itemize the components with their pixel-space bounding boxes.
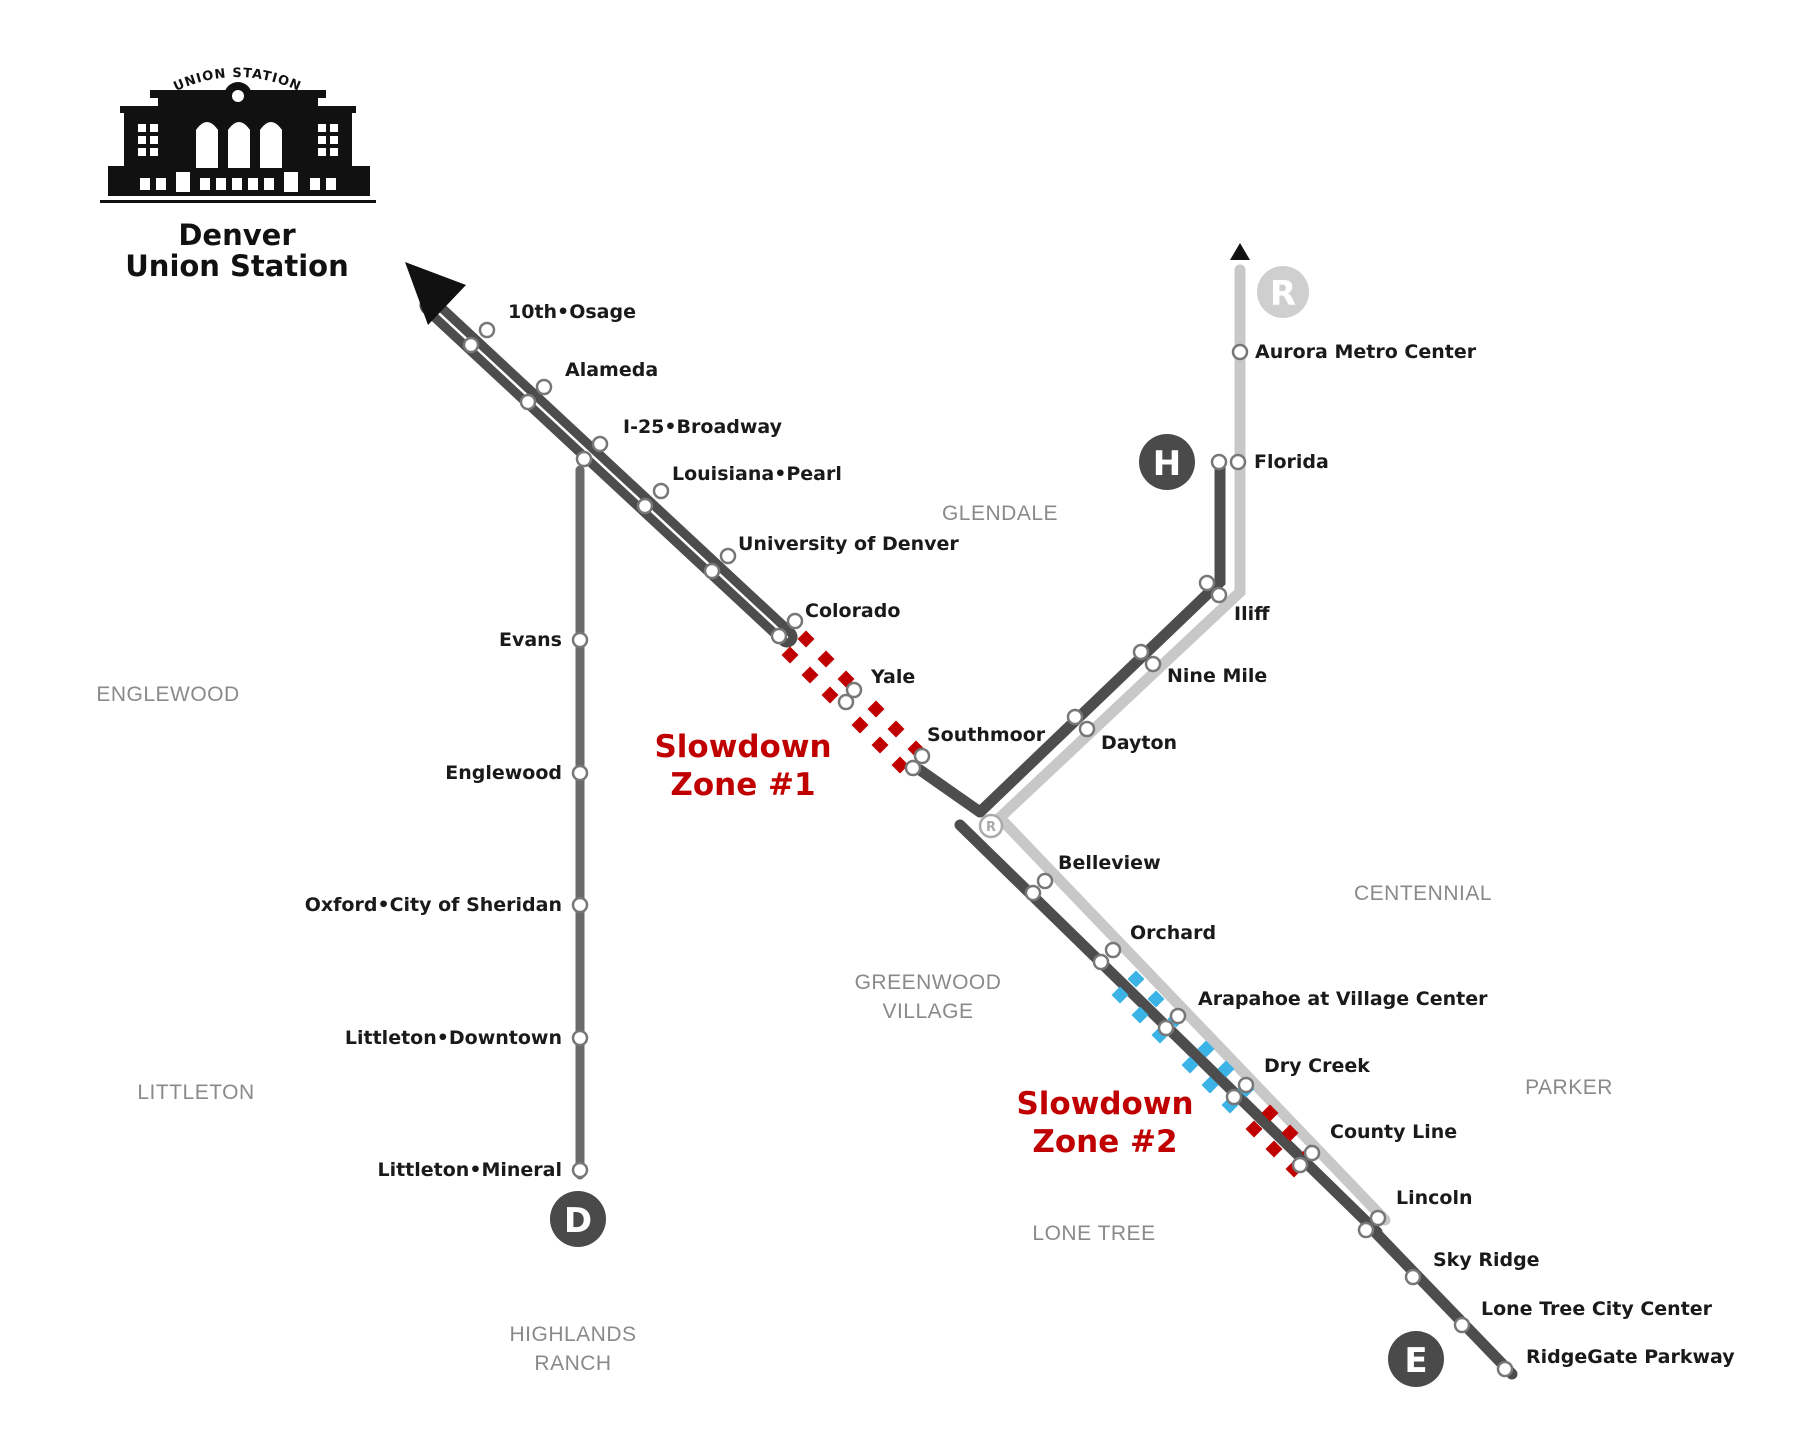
station-label-louisiana-pearl: Louisiana•Pearl bbox=[672, 463, 842, 485]
route-badge-h: H bbox=[1139, 434, 1195, 490]
junction-badge: R bbox=[978, 813, 1004, 839]
slowdown-zone-1-label: Slowdown Zone #1 bbox=[654, 729, 831, 803]
station-marker-lincoln bbox=[1357, 1209, 1387, 1239]
route-badge-e-text: E bbox=[1404, 1341, 1427, 1381]
station-label-oxford: Oxford•City of Sheridan bbox=[305, 894, 562, 916]
station-marker-arapahoe bbox=[1157, 1007, 1187, 1037]
route-badge-r: R bbox=[1257, 266, 1309, 318]
station-label-university-of-denver: University of Denver bbox=[738, 533, 959, 555]
region-littleton: LITTLETON bbox=[137, 1081, 254, 1104]
station-label-arapahoe: Arapahoe at Village Center bbox=[1198, 988, 1488, 1010]
zone-1-line1: Slowdown bbox=[654, 729, 831, 765]
station-marker-louisiana-pearl bbox=[636, 482, 670, 515]
station-label-nine-mile: Nine Mile bbox=[1167, 665, 1267, 687]
station-marker-dayton bbox=[1066, 708, 1096, 738]
station-labels: 10th•Osage Alameda I-25•Broadway Louisia… bbox=[305, 301, 1736, 1368]
station-label-southmoor: Southmoor bbox=[927, 724, 1046, 746]
route-badge-h-text: H bbox=[1153, 444, 1181, 484]
region-lone-tree: LONE TREE bbox=[1032, 1222, 1155, 1245]
station-marker-oxford bbox=[571, 896, 589, 914]
station-marker-sky-ridge bbox=[1404, 1268, 1422, 1286]
station-marker-iliff bbox=[1198, 574, 1228, 604]
station-label-county-line: County Line bbox=[1330, 1121, 1457, 1143]
station-label-orchard: Orchard bbox=[1130, 922, 1216, 944]
station-marker-orchard bbox=[1092, 941, 1122, 971]
e-line-south-track bbox=[1369, 1226, 1518, 1380]
station-label-lincoln: Lincoln bbox=[1396, 1187, 1473, 1209]
union-station-logo: UNION STATION bbox=[100, 66, 376, 283]
station-marker-evans bbox=[571, 631, 589, 649]
r-line-arrow-icon bbox=[1230, 243, 1250, 260]
region-englewood: ENGLEWOOD bbox=[96, 683, 239, 706]
station-marker-nine-mile bbox=[1132, 643, 1162, 673]
station-marker-ridgegate bbox=[1496, 1360, 1514, 1378]
route-badge-d-text: D bbox=[564, 1201, 592, 1241]
station-marker-yale bbox=[837, 681, 863, 711]
station-marker-florida bbox=[1210, 453, 1247, 471]
station-label-iliff: Iliff bbox=[1234, 603, 1270, 625]
station-label-yale: Yale bbox=[870, 666, 915, 688]
station-label-lone-tree-city-center: Lone Tree City Center bbox=[1481, 1298, 1713, 1320]
station-marker-university-of-denver bbox=[703, 547, 737, 580]
southmoor-junction-track bbox=[914, 764, 986, 818]
station-marker-i25-broadway bbox=[575, 435, 609, 468]
station-label-10th-osage: 10th•Osage bbox=[508, 301, 636, 323]
region-centennial: CENTENNIAL bbox=[1354, 882, 1492, 905]
station-label-belleview: Belleview bbox=[1058, 852, 1161, 874]
station-label-littleton-downtown: Littleton•Downtown bbox=[345, 1027, 562, 1049]
station-label-ridgegate: RidgeGate Parkway bbox=[1526, 1346, 1735, 1368]
station-label-colorado: Colorado bbox=[805, 600, 900, 622]
station-label-littleton-mineral: Littleton•Mineral bbox=[377, 1159, 562, 1181]
region-village: VILLAGE bbox=[882, 1000, 973, 1023]
station-marker-10th-osage bbox=[462, 321, 496, 354]
station-marker-englewood bbox=[571, 764, 589, 782]
station-label-evans: Evans bbox=[499, 629, 562, 651]
zone-2-line2: Zone #2 bbox=[1032, 1124, 1177, 1160]
station-label-sky-ridge: Sky Ridge bbox=[1433, 1249, 1540, 1271]
station-markers bbox=[462, 321, 1514, 1378]
north-arrow-icon bbox=[405, 262, 466, 325]
logo-title-line1: Denver bbox=[178, 218, 296, 252]
south-track-light bbox=[994, 812, 1391, 1226]
route-badge-d: D bbox=[550, 1191, 606, 1247]
station-marker-belleview bbox=[1024, 872, 1054, 902]
station-label-dry-creek: Dry Creek bbox=[1264, 1055, 1370, 1077]
logo-title-line2: Union Station bbox=[125, 249, 349, 283]
region-ranch: RANCH bbox=[534, 1352, 611, 1375]
h-line-branch-track bbox=[974, 456, 1226, 818]
region-labels: GLENDALE ENGLEWOOD CENTENNIAL GREENWOOD … bbox=[96, 502, 1613, 1375]
r-line-branch-track bbox=[986, 264, 1246, 831]
main-track-divider bbox=[428, 303, 789, 639]
region-greenwood: GREENWOOD bbox=[855, 971, 1002, 994]
station-label-alameda: Alameda bbox=[565, 359, 658, 381]
station-marker-colorado bbox=[770, 612, 804, 645]
station-label-aurora-metro-center: Aurora Metro Center bbox=[1255, 341, 1477, 363]
junction-badge-text: R bbox=[986, 820, 996, 835]
region-parker: PARKER bbox=[1525, 1076, 1613, 1099]
station-label-florida: Florida bbox=[1254, 451, 1329, 473]
station-marker-littleton-downtown bbox=[571, 1029, 589, 1047]
station-marker-lone-tree-city-center bbox=[1453, 1316, 1471, 1334]
station-marker-southmoor bbox=[904, 747, 931, 777]
route-badge-r-text: R bbox=[1270, 274, 1296, 314]
station-marker-dry-creek bbox=[1225, 1076, 1255, 1106]
union-station-building-icon bbox=[100, 82, 376, 203]
station-label-dayton: Dayton bbox=[1101, 732, 1177, 754]
station-label-i25-broadway: I-25•Broadway bbox=[623, 416, 783, 438]
station-marker-county-line bbox=[1291, 1144, 1321, 1174]
zone-1-line2: Zone #1 bbox=[670, 767, 815, 803]
slowdown-zone-2-label: Slowdown Zone #2 bbox=[1016, 1086, 1193, 1160]
station-marker-littleton-mineral bbox=[571, 1161, 589, 1179]
route-badge-e: E bbox=[1388, 1331, 1444, 1387]
station-marker-aurora-metro-center bbox=[1231, 343, 1249, 361]
region-highlands: HIGHLANDS bbox=[509, 1323, 636, 1346]
zone-2-line1: Slowdown bbox=[1016, 1086, 1193, 1122]
region-glendale: GLENDALE bbox=[942, 502, 1058, 525]
station-marker-alameda bbox=[519, 378, 553, 411]
station-label-englewood: Englewood bbox=[445, 762, 562, 784]
